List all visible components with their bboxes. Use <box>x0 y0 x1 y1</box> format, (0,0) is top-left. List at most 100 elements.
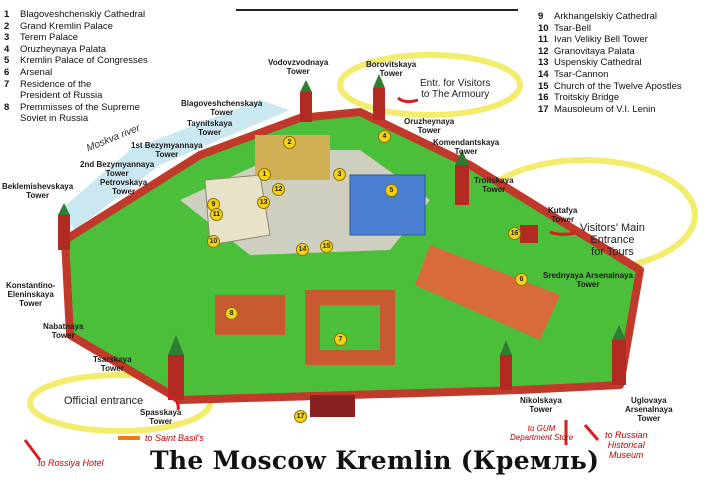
tower-kutafya <box>520 225 538 243</box>
legend-number: 2 <box>4 20 10 32</box>
legend-item: 7 Residence of the <box>4 79 148 91</box>
legend-name: Tsar-Cannon <box>554 68 609 80</box>
legend-number: 14 <box>538 68 549 80</box>
legend-item: 1 Blagoveshchenskiy Cathedral <box>4 9 148 21</box>
legend-name: Premmisses of the Supreme <box>20 101 140 113</box>
museum-arrow <box>583 424 600 441</box>
tower-troitskaya <box>455 165 469 205</box>
legend-number: 7 <box>4 78 10 90</box>
official-arrow <box>167 393 180 411</box>
legend-number: 5 <box>4 55 10 67</box>
marker-2: 2 <box>283 136 296 149</box>
legend-name: Tsar-Bell <box>554 22 591 34</box>
legend-number: 9 <box>538 11 544 22</box>
legend-item: 8 Premmisses of the Supreme <box>4 102 148 114</box>
legend-number: 10 <box>538 22 549 34</box>
top-divider <box>236 9 518 11</box>
legend-item: 5 Kremlin Palace of Congresses <box>4 55 148 67</box>
towers <box>58 74 626 400</box>
tower-vodovzvodnaya <box>300 92 312 122</box>
legend-name: Oruzheynaya Palata <box>20 43 107 55</box>
label-uglovaya-arsenalnaya-tower: Uglovaya Arsenalnaya Tower <box>625 396 673 423</box>
tower-borovitskaya <box>373 88 385 120</box>
senate-courtyard <box>320 305 380 350</box>
armoury-highlight <box>337 52 523 118</box>
legend-number: 12 <box>538 45 549 57</box>
legend-item: 12 Granovitaya Palata <box>538 46 682 58</box>
legend-name: Troitskiy Bridge <box>554 92 620 104</box>
marker-12: 12 <box>272 183 285 196</box>
tower-corner-left <box>58 215 70 250</box>
legend-number <box>4 90 20 102</box>
legend-number: 13 <box>538 57 549 69</box>
legend-item: 10 Tsar-Bell <box>538 23 682 35</box>
note-gum: to GUM Department Store <box>510 424 574 442</box>
armoury-arrow <box>397 96 419 104</box>
legend-name: Church of the Twelve Apostles <box>554 80 682 92</box>
note-armoury-entrance: Entr. for Visitors to The Armoury <box>420 78 491 100</box>
legend-name: Uspenskiy Cathedral <box>554 57 642 69</box>
legend-name: Ivan Velikiy Bell Tower <box>554 34 648 46</box>
legend-number: 4 <box>4 43 10 55</box>
cathedral-cluster <box>204 174 271 246</box>
legend-number: 11 <box>538 34 549 46</box>
legend-name: Blagoveshchenskiy Cathedral <box>20 9 146 20</box>
note-saint-basils: to Saint Basil's <box>145 433 204 443</box>
legend-number: 1 <box>4 9 10 20</box>
legend-item: 14 Tsar-Cannon <box>538 69 682 81</box>
legend-item: Soviet in Russia <box>4 113 148 125</box>
marker-16: 16 <box>508 227 521 240</box>
legend-item: 2 Grand Kremlin Palace <box>4 21 148 33</box>
legend-number: 8 <box>4 101 10 113</box>
note-rossiya-hotel: to Rossiya Hotel <box>38 458 104 468</box>
legend-name: Kremlin Palace of Congresses <box>20 55 148 67</box>
legend-item: 13 Uspenskiy Cathedral <box>538 57 682 69</box>
legend-number: 17 <box>538 103 549 115</box>
legend-number: 16 <box>538 92 549 104</box>
marker-14: 14 <box>296 243 309 256</box>
legend-name: Terem Palace <box>20 32 79 44</box>
label-vodovzvodnaya-tower: Vodovzvodnaya Tower <box>268 58 329 76</box>
kremlin-wall <box>61 108 644 404</box>
marker-6: 6 <box>515 273 528 286</box>
legend-name: Residence of the <box>20 78 92 90</box>
label-kutafya-tower: Kutafya Tower <box>548 206 578 224</box>
legend-name: Arsenal <box>20 66 53 78</box>
river <box>60 100 290 230</box>
marker-15: 15 <box>320 240 333 253</box>
marker-4: 4 <box>378 130 391 143</box>
label-srednyaya-arsenalnaya-tower: Srednyaya Arsenalnaya Tower <box>543 271 633 289</box>
label-tsarskaya-tower: Tsarskaya Tower <box>93 355 132 373</box>
marker-3: 3 <box>333 168 346 181</box>
legend-name: President of Russia <box>20 90 103 102</box>
marker-7: 7 <box>334 333 347 346</box>
label-blagoveshchenskaya-tower: Blagoveshchenskaya Tower <box>181 99 263 117</box>
label-beklemishevskaya-tower: Beklemishevskaya Tower <box>2 182 74 200</box>
legend-name: Grand Kremlin Palace <box>20 20 113 32</box>
legend-item: 15 Church of the Twelve Apostles <box>538 81 682 93</box>
map-title: The Moscow Kremlin (Кремль) <box>150 446 600 475</box>
arsenal-building <box>415 245 560 340</box>
label-borovitskaya-tower: Borovitskaya Tower <box>366 60 417 78</box>
note-main-entrance: Visitors' Main Entrance for Tours <box>580 222 645 258</box>
tower-spasskaya <box>168 355 184 400</box>
rossiya-arrow <box>23 439 42 461</box>
label-spasskaya-tower: Spasskaya Tower <box>140 408 182 426</box>
legend-item: 4 Oruzheynaya Palata <box>4 44 148 56</box>
tower-nikolskaya <box>500 355 512 390</box>
label-komendantskaya-tower: Komendantskaya Tower <box>433 138 500 156</box>
legend-name: Granovitaya Palata <box>554 45 635 57</box>
note-historical-museum: to Russian Historical Museum <box>605 430 648 460</box>
legend-left: 1 Blagoveshchenskiy Cathedral 2 Grand Kreml… <box>4 9 148 125</box>
legend-number: 15 <box>538 80 549 92</box>
marker-17: 17 <box>294 410 307 423</box>
marker-1: 1 <box>258 168 271 181</box>
label-oruzheynaya-tower: Oruzheynaya Tower <box>404 117 455 135</box>
marker-8: 8 <box>225 307 238 320</box>
legend-item: President of Russia <box>4 90 148 102</box>
marker-13: 13 <box>257 196 270 209</box>
